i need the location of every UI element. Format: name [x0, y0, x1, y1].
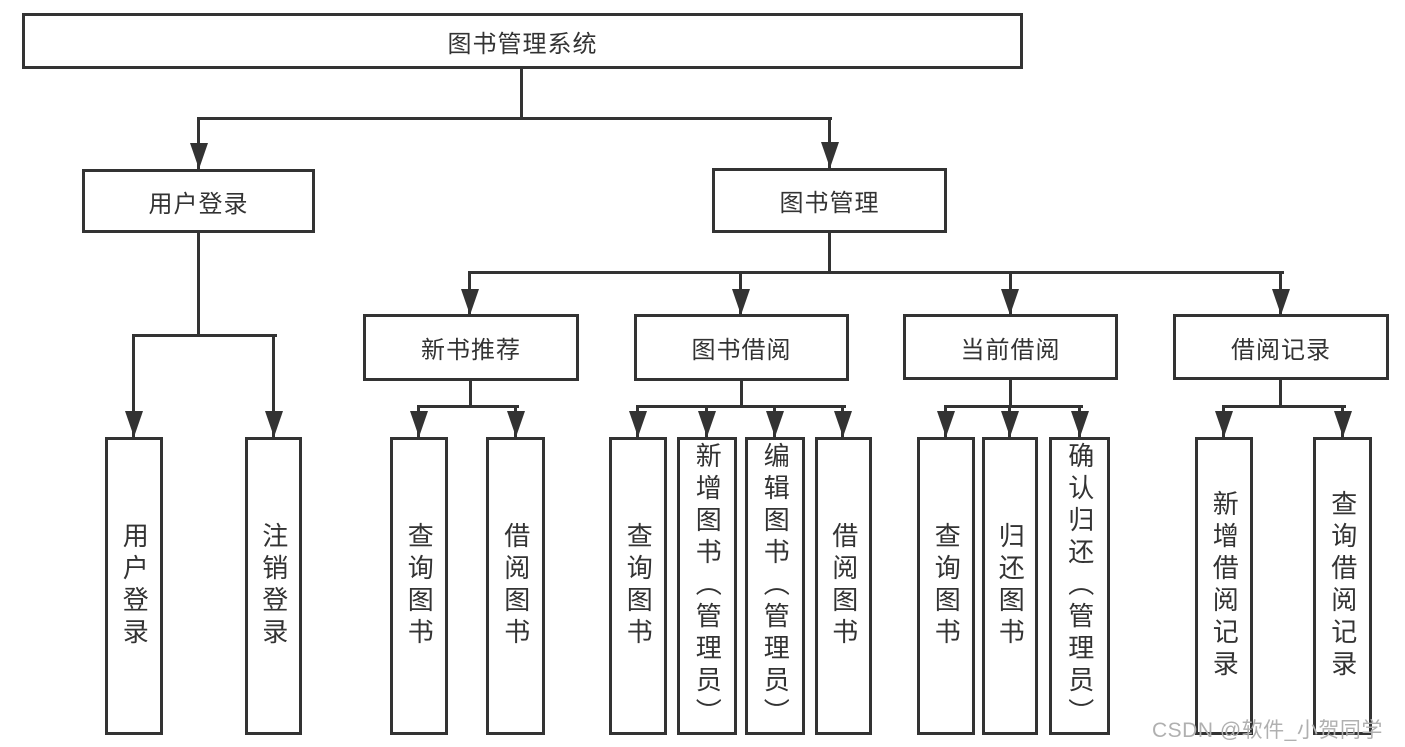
leaf-label: 编辑图书（管理员）	[760, 442, 791, 730]
node-current-borrow: 当前借阅	[903, 314, 1118, 380]
leaf-current-confirm-return-admin: 确认归还（管理员）	[1049, 437, 1110, 735]
node-label: 图书借阅	[691, 337, 792, 364]
leaf-label: 借阅图书	[500, 522, 531, 650]
leaf-borrow-borrow-book: 借阅图书	[815, 437, 872, 735]
arrow-down-icon	[834, 411, 852, 437]
leaf-borrow-add-book-admin: 新增图书（管理员）	[677, 437, 737, 735]
node-label: 借阅记录	[1231, 336, 1331, 364]
leaf-record-add-borrow-record: 新增借阅记录	[1195, 437, 1253, 735]
connector-line	[1279, 380, 1282, 407]
arrow-down-icon	[190, 143, 208, 169]
arrow-down-icon	[821, 142, 839, 168]
connector-line	[636, 405, 846, 408]
leaf-label: 查询图书	[623, 522, 654, 650]
arrow-down-icon	[410, 411, 428, 437]
leaf-borrow-query-book: 查询图书	[609, 437, 667, 735]
node-user-login: 用户登录	[82, 169, 315, 233]
node-borrow-record: 借阅记录	[1173, 314, 1389, 380]
leaf-label: 新增图书（管理员）	[692, 442, 723, 730]
connector-line	[132, 334, 277, 337]
node-library-management-system: 图书管理系统	[22, 13, 1023, 69]
arrow-down-icon	[1071, 411, 1089, 437]
leaf-label: 查询图书	[931, 522, 962, 650]
arrow-down-icon	[1001, 289, 1019, 315]
leaf-label: 归还图书	[995, 522, 1026, 650]
arrow-down-icon	[461, 289, 479, 315]
node-label: 当前借阅	[960, 336, 1061, 364]
csdn-watermark: CSDN @软件_小贺同学	[1152, 719, 1383, 742]
leaf-current-return-book: 归还图书	[982, 437, 1038, 735]
leaf-label: 用户登录	[119, 522, 150, 650]
leaf-logout-login: 注销登录	[245, 437, 302, 735]
connector-line	[740, 381, 743, 407]
connector-line	[1009, 380, 1012, 407]
arrow-down-icon	[766, 411, 784, 437]
node-book-management: 图书管理	[712, 168, 947, 233]
connector-line	[468, 271, 1284, 274]
arrow-down-icon	[937, 411, 955, 437]
leaf-borrow-edit-book-admin: 编辑图书（管理员）	[745, 437, 805, 735]
node-new-book-recommend: 新书推荐	[363, 314, 579, 381]
leaf-label: 注销登录	[258, 522, 289, 650]
node-label: 图书管理系统	[447, 30, 598, 58]
connector-line	[132, 334, 135, 437]
leaf-current-query-book: 查询图书	[917, 437, 975, 735]
arrow-down-icon	[1272, 289, 1290, 315]
connector-line	[469, 381, 472, 407]
leaf-label: 借阅图书	[828, 522, 859, 650]
leaf-newrec-query-book: 查询图书	[390, 437, 448, 735]
connector-line	[197, 233, 200, 335]
leaf-record-query-borrow-record: 查询借阅记录	[1313, 437, 1372, 735]
arrow-down-icon	[1001, 411, 1019, 437]
leaf-label: 查询借阅记录	[1327, 490, 1358, 682]
arrow-down-icon	[629, 411, 647, 437]
arrow-down-icon	[265, 411, 283, 437]
connector-line	[828, 233, 831, 274]
leaf-label: 新增借阅记录	[1209, 490, 1240, 682]
connector-line	[417, 405, 519, 408]
connector-line	[520, 68, 523, 118]
arrow-down-icon	[125, 411, 143, 437]
node-book-borrow: 图书借阅	[634, 314, 849, 381]
connector-line	[272, 334, 275, 437]
arrow-down-icon	[1215, 411, 1233, 437]
leaf-label: 确认归还（管理员）	[1064, 442, 1095, 730]
arrow-down-icon	[732, 289, 750, 315]
connector-line	[1222, 405, 1346, 408]
arrow-down-icon	[507, 411, 525, 437]
node-label: 新书推荐	[421, 337, 521, 364]
connector-line	[197, 117, 832, 120]
leaf-newrec-borrow-book: 借阅图书	[486, 437, 545, 735]
arrow-down-icon	[1334, 411, 1352, 437]
leaf-user-login: 用户登录	[105, 437, 163, 735]
connector-line	[944, 405, 1083, 408]
arrow-down-icon	[698, 411, 716, 437]
leaf-label: 查询图书	[404, 522, 435, 650]
node-label: 用户登录	[148, 190, 249, 218]
node-label: 图书管理	[779, 190, 880, 217]
